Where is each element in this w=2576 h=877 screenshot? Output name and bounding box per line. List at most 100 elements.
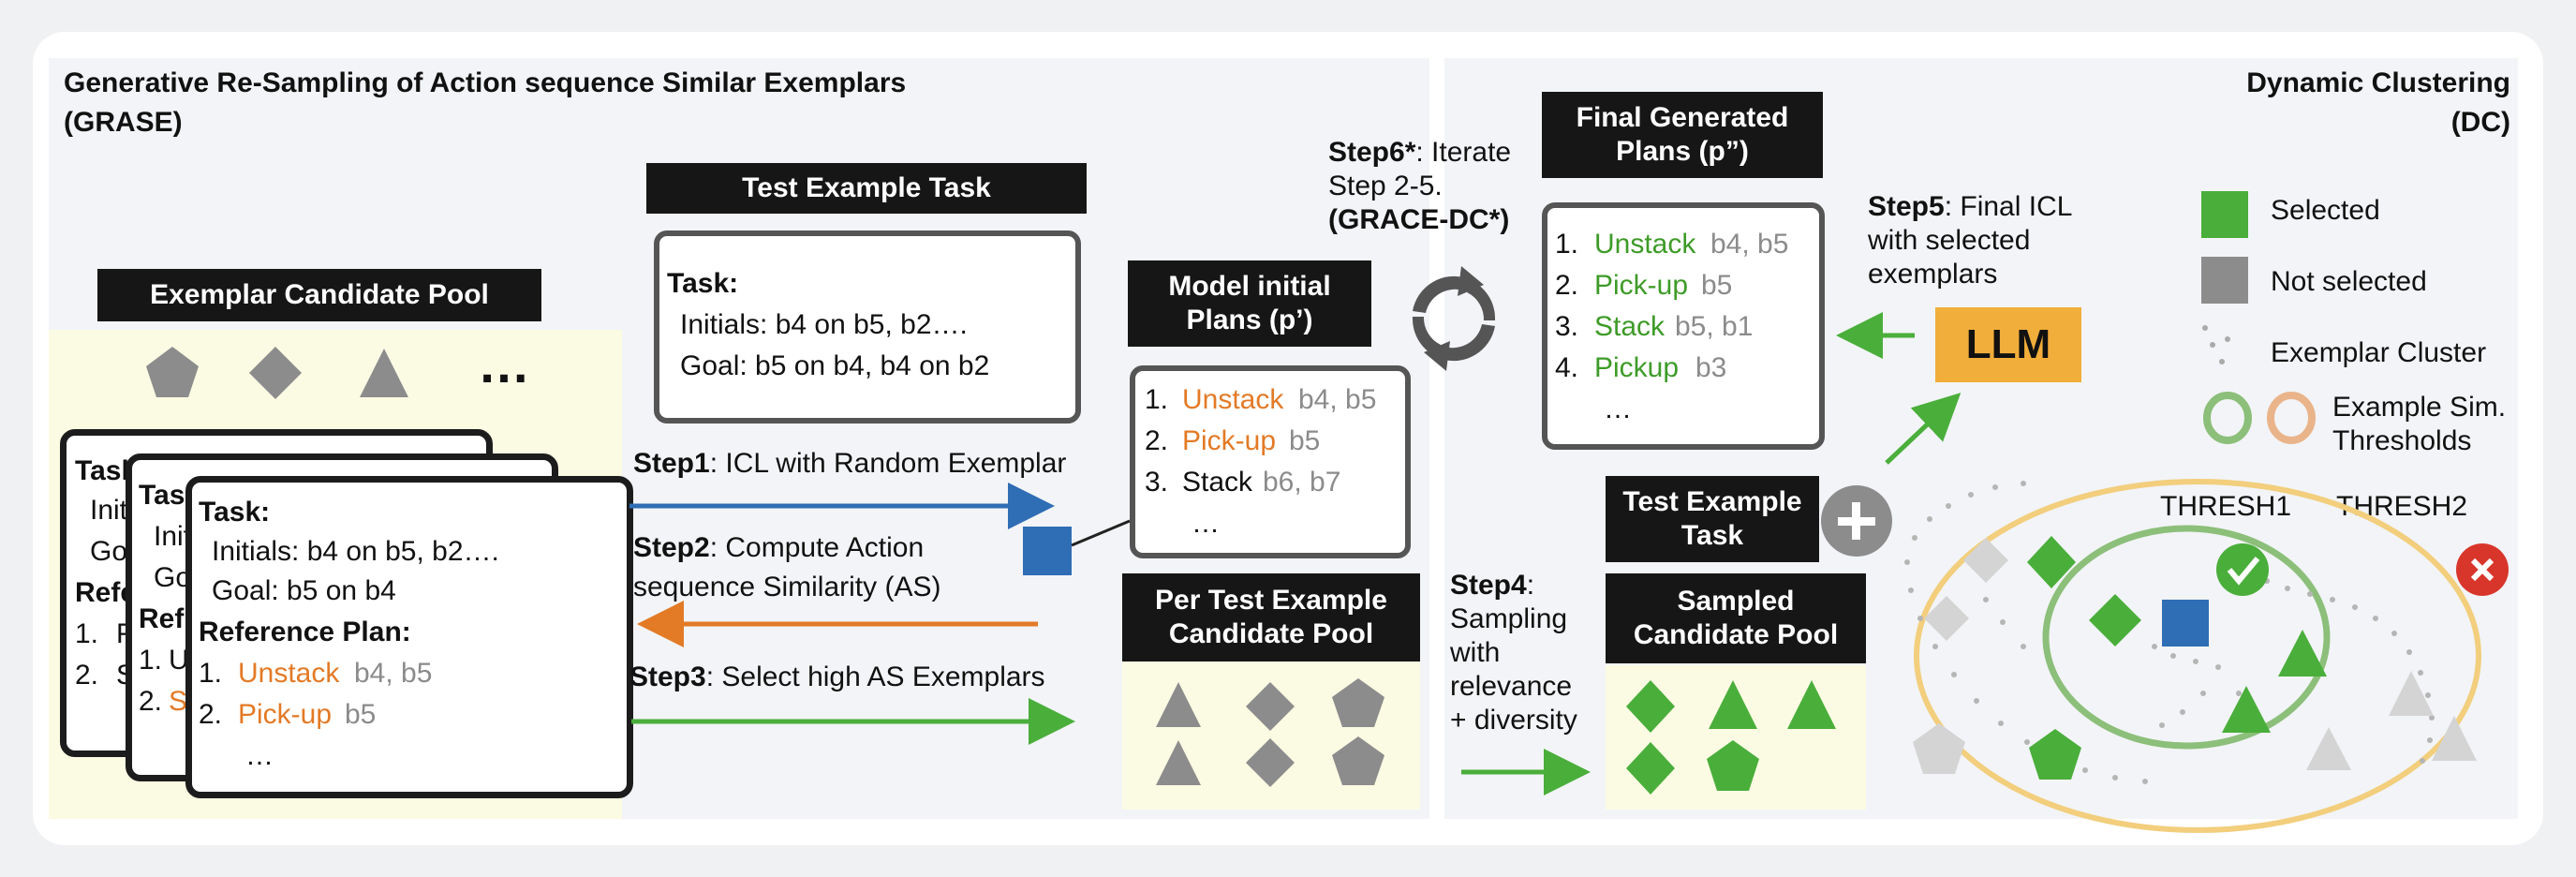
exemplar-mid-step1-num: 1.: [139, 645, 163, 676]
pool-to-llm-arrow: [1885, 393, 1962, 465]
exemplar-back-goal: Go: [90, 536, 128, 567]
threshold-2-ellipse: [1914, 479, 2481, 833]
final-plan-1-action: Unstack: [1594, 229, 1696, 260]
cluster-query-square: [2162, 600, 2209, 647]
cluster-gray-triangle-3: [2432, 716, 2477, 761]
exemplar-step1-action: Unstack: [238, 658, 340, 689]
step5-label-line3: exemplars: [1868, 259, 1998, 290]
final-plan-2-num: 2.: [1555, 270, 1579, 301]
legend-cluster-label: Exemplar Cluster: [2271, 337, 2487, 368]
initial-plans-card: [1130, 365, 1411, 558]
final-plan-ellipsis: …: [1604, 394, 1632, 424]
exemplar-mid-task: Tas: [139, 480, 185, 511]
final-plan-3-args: b5, b1: [1675, 311, 1754, 342]
exemplar-mid-initials: Init: [154, 521, 192, 552]
legend-threshold-label-line2: Thresholds: [2332, 425, 2472, 456]
step6-label: Step6*: Iterate: [1328, 137, 1512, 168]
step5-label-line2: with selected: [1868, 225, 2031, 256]
square-connector: [1071, 519, 1131, 547]
initial-plan-2-action: Pick-up: [1182, 425, 1277, 456]
final-plan-4-num: 4.: [1555, 352, 1579, 383]
exemplar-step2-num: 2.: [199, 699, 223, 730]
step4-label-line5: + diversity: [1450, 705, 1577, 736]
pool-triangle: [360, 349, 408, 397]
thresh2-label: THRESH2: [2336, 491, 2468, 522]
pool-pentagon: [146, 347, 199, 397]
dc-subtitle: (DC): [2450, 107, 2510, 138]
iterate-cycle-icon: [1412, 266, 1496, 371]
initial-plan-3-args: b6, b7: [1263, 467, 1341, 498]
step3-label: Step3: Select high AS Exemplars: [629, 661, 1045, 692]
initial-plan-1-args: b4, b5: [1298, 384, 1377, 415]
initial-plan-ellipsis: …: [1192, 508, 1220, 539]
exemplar-back-step1-num: 1.: [75, 618, 99, 649]
final-plan-2-args: b5: [1701, 270, 1733, 301]
final-plans-card: [1542, 202, 1825, 450]
test-task-card: [654, 230, 1081, 424]
cluster-green-pentagon: [2029, 729, 2081, 780]
legend-cluster-icon: [2202, 325, 2230, 364]
legend-not-selected-icon: [2201, 257, 2248, 304]
final-plan-1-args: b4, b5: [1710, 229, 1789, 260]
exemplar-mid-ref: Ref: [139, 603, 185, 634]
final-plan-2-action: Pick-up: [1594, 270, 1689, 301]
legend-thresh1-icon: [2203, 392, 2252, 444]
per-pool-diamond-1: [1246, 682, 1295, 731]
cluster-green-triangle-1: [2278, 630, 2327, 676]
exemplar-goal: Goal: b5 on b4: [212, 575, 396, 606]
check-icon: [2216, 543, 2269, 596]
per-pool-triangle-1: [1156, 682, 1201, 727]
step4-label-line4: relevance: [1450, 671, 1573, 702]
legend-selected-icon: [2201, 191, 2248, 238]
step2-label: Step2: Compute Action: [633, 532, 925, 563]
exemplar-task-label: Task:: [199, 497, 271, 528]
per-pool-pentagon-1: [1332, 678, 1384, 727]
exemplar-step2-args: b5: [345, 699, 377, 730]
initial-plan-2-args: b5: [1289, 425, 1321, 456]
threshold-1-ellipse: [2042, 525, 2331, 750]
cluster-green-diamond-2: [2089, 594, 2141, 647]
step6-label-line3: (GRACE-DC*): [1328, 204, 1510, 235]
exemplar-step1-args: b4, b5: [354, 658, 433, 689]
exemplar-ref-label: Reference Plan:: [199, 617, 411, 647]
final-plan-4-args: b3: [1695, 352, 1727, 383]
step6-label-line2: Step 2-5.: [1328, 171, 1443, 201]
pool-ellipsis: …: [478, 334, 530, 394]
initial-plan-3-num: 3.: [1145, 467, 1169, 498]
llm-box: LLM: [1935, 307, 2081, 382]
exemplar-back-step2-num: 2.: [75, 660, 99, 691]
initial-plan-1-num: 1.: [1145, 384, 1169, 415]
exemplar-initials: Initials: b4 on b5, b2….: [212, 536, 499, 567]
cluster-gray-pentagon: [1913, 723, 1965, 774]
exemplar-mid-step2: S: [169, 686, 188, 717]
grase-title: Generative Re-Sampling of Action sequenc…: [64, 67, 907, 98]
exemplar-step2-action: Pick-up: [238, 699, 333, 730]
sampled-triangle-2: [1787, 680, 1836, 729]
test-task-initials: Initials: b4 on b5, b2….: [680, 309, 968, 340]
legend-threshold-label: Example Sim.: [2332, 392, 2507, 423]
sampled-pentagon: [1707, 740, 1759, 791]
step2-label-line2: sequence Similarity (AS): [633, 572, 941, 602]
exemplar-ellipsis: …: [245, 740, 274, 771]
cluster-gray-diamond-2: [1924, 596, 1969, 641]
per-pool-triangle-2: [1156, 740, 1201, 785]
exemplar-pool-header: Exemplar Candidate Pool: [97, 269, 541, 321]
thresh1-label: THRESH1: [2160, 491, 2292, 522]
exemplar-card-front: [185, 476, 633, 798]
pool-diamond: [249, 347, 302, 399]
final-plan-3-action: Stack: [1594, 311, 1666, 342]
legend-selected-label: Selected: [2271, 195, 2380, 226]
final-plan-3-num: 3.: [1555, 311, 1579, 342]
cluster-green-diamond-1: [2027, 536, 2076, 588]
grase-subtitle: (GRASE): [64, 107, 183, 138]
final-plan-4-action: Pickup: [1594, 352, 1680, 383]
legend-thresh2-icon: [2267, 392, 2316, 444]
cluster-gray-diamond-1: [1963, 538, 2008, 583]
step1-label: Step1: ICL with Random Exemplar: [633, 448, 1067, 479]
exemplar-mid-step2-num: 2.: [139, 686, 163, 717]
